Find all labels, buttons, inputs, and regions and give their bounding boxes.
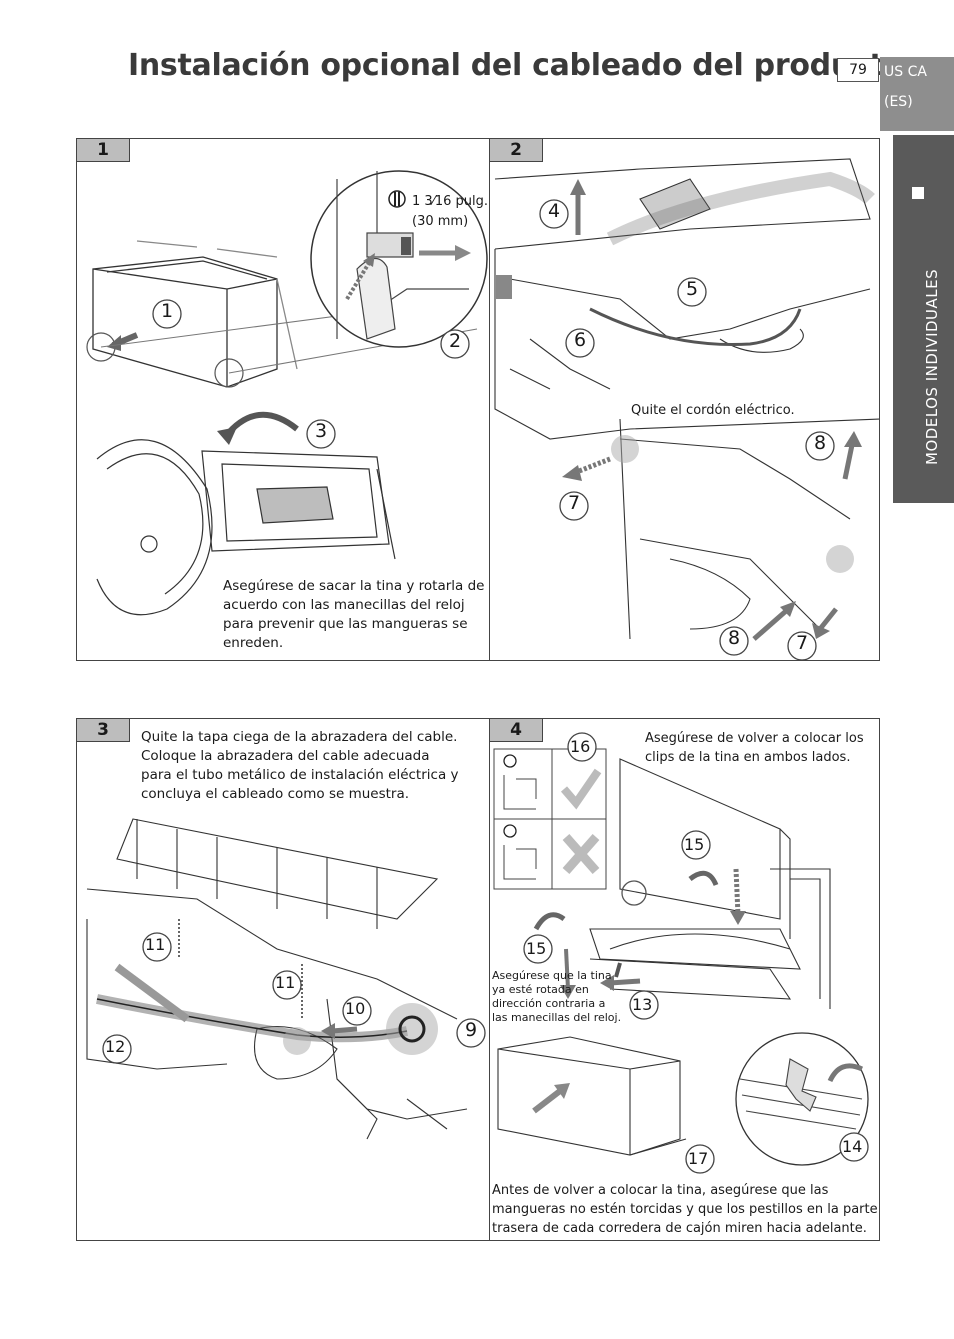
step-9-label: 9 <box>465 1019 478 1041</box>
panel-number: 4 <box>490 719 543 742</box>
panel-1-note: Asegúrese de sacar la tina y rotarla de … <box>223 578 485 651</box>
side-tab-label: MODELOS INDIVIDUALES <box>923 268 941 465</box>
step-8-label: 8 <box>814 432 827 454</box>
panel-number: 2 <box>490 139 543 162</box>
step-1-label: 1 <box>161 300 174 322</box>
step-17-label: 17 <box>688 1149 709 1168</box>
panel-number: 3 <box>77 719 130 742</box>
step-5-label: 5 <box>686 278 699 300</box>
cable-clamp-illustration <box>86 818 486 1140</box>
region-line-2: (ES) <box>884 94 913 110</box>
page-title: Instalación opcional del cableado del pr… <box>128 48 904 83</box>
side-tab: MODELOS INDIVIDUALES <box>893 135 954 503</box>
step-6-label: 6 <box>574 329 587 351</box>
step-10-label: 10 <box>345 999 366 1018</box>
panel-2: 2 4 5 6 7 8 8 7 <box>489 138 880 661</box>
panel-2-note: Quite el cordón eléctrico. <box>631 403 795 418</box>
step-2-label: 2 <box>449 330 462 352</box>
step-7-label: 7 <box>568 492 581 514</box>
panel-number: 1 <box>77 139 130 162</box>
step-15a-label: 15 <box>684 835 705 854</box>
region-line-1: US CA <box>884 64 927 80</box>
step-11a-label: 11 <box>145 935 166 954</box>
panel-3-note: Quite la tapa ciega de la abrazadera del… <box>141 729 459 802</box>
step-8b-label: 8 <box>728 627 741 649</box>
region-label: US CA (ES) <box>880 57 954 131</box>
step-12-label: 12 <box>105 1037 126 1056</box>
dimension-label: 1 3⁄16 pulg. <box>412 194 489 209</box>
step-13-label: 13 <box>632 995 653 1014</box>
tub-reinstall-illustration <box>493 732 869 1174</box>
panel-3: 3 11 11 10 9 12 Quite la tapa ciega de l… <box>76 718 490 1241</box>
step-4-label: 4 <box>548 200 561 222</box>
dimension-mm-label: (30 mm) <box>412 214 469 229</box>
cord-removal-illustration <box>494 158 879 660</box>
step-14-label: 14 <box>842 1137 863 1156</box>
step-3-label: 3 <box>315 420 328 442</box>
step-7b-label: 7 <box>796 632 809 654</box>
panel-4-note-top: Asegúrese de volver a colocar los clips … <box>645 731 864 765</box>
panel-1: 1 <box>76 138 490 661</box>
square-bullet-icon <box>912 187 924 199</box>
step-11b-label: 11 <box>275 973 296 992</box>
panel-4: 4 <box>489 718 880 1241</box>
drawer-removal-illustration <box>86 170 488 616</box>
panel-4-note-bottom: Antes de volver a colocar la tina, asegú… <box>492 1183 878 1236</box>
page-number: 79 <box>837 58 879 82</box>
panel-4-note-rotate: Asegúrese que la tina ya esté rotada en … <box>492 969 622 1024</box>
step-16-label: 16 <box>570 737 591 756</box>
step-15b-label: 15 <box>526 939 547 958</box>
